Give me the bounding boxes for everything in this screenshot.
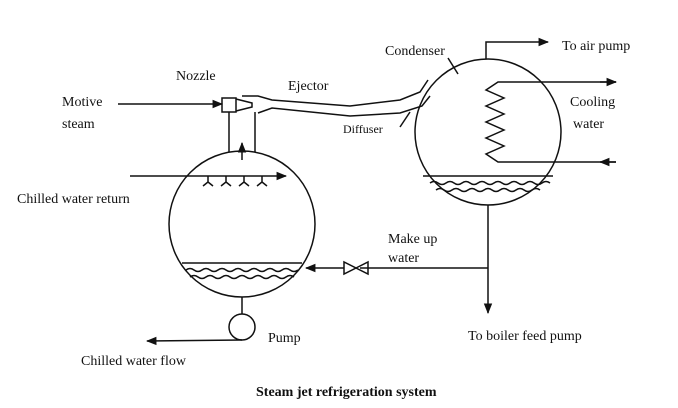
- spray-nozzles: [202, 176, 268, 187]
- chilled-water-flow-arrow: [145, 336, 243, 346]
- condenser-label: Condenser: [385, 44, 445, 59]
- make-up-water-label: water: [388, 251, 419, 266]
- boiler-feed-label: To boiler feed pump: [468, 329, 582, 344]
- ejector-label: Ejector: [288, 79, 329, 94]
- pump-label: Pump: [268, 331, 301, 346]
- cooling-water-label: Cooling: [570, 95, 615, 110]
- nozzle-tip: [235, 98, 253, 112]
- evaporator-water-level: [182, 262, 302, 280]
- air-pump-outlet: [485, 37, 550, 59]
- chilled-water-return-label: Chilled water return: [17, 192, 130, 207]
- ejector-lower-wall: [257, 95, 431, 117]
- make-up-water-label: Make up: [388, 232, 437, 247]
- air-pump-label: To air pump: [562, 39, 630, 54]
- diagram-caption: Steam jet refrigeration system: [256, 385, 437, 400]
- ejector-upper-wall: [242, 79, 429, 107]
- diffuser-leader: [399, 111, 411, 128]
- condenser-water-level: [423, 175, 553, 193]
- nozzle-body: [221, 97, 237, 113]
- chilled-water-flow-label: Chilled water flow: [81, 354, 187, 369]
- nozzle-label: Nozzle: [176, 69, 216, 84]
- pump-symbol: [228, 313, 256, 341]
- cooling-coil: [484, 81, 616, 163]
- motive-steam-label: Motive: [62, 95, 102, 110]
- motive-steam-label: steam: [62, 117, 95, 132]
- condenser-leader: [447, 57, 459, 75]
- cooling-water-label: water: [573, 117, 604, 132]
- diffuser-label: Diffuser: [343, 122, 383, 136]
